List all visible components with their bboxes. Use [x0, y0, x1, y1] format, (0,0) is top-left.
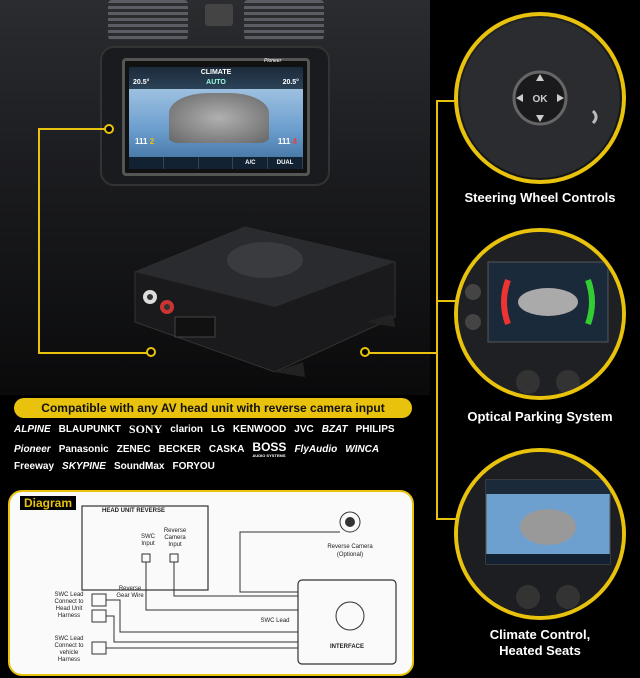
- brand-kenwood: KENWOOD: [232, 424, 287, 435]
- pioneer-logo: Pioneer: [264, 58, 282, 64]
- brand-boss-name: BOSS: [252, 440, 287, 454]
- brand-winca: WINCA: [345, 443, 380, 455]
- brand-panasonic: Panasonic: [58, 443, 109, 455]
- brand-pioneer: Pioneer: [14, 443, 51, 455]
- dashboard-photo: CLIMATE 20.5° AUTO 20.5° 111 2 111 4 A/C…: [0, 0, 430, 395]
- connector-line: [368, 352, 438, 354]
- connector-line: [436, 300, 456, 302]
- connector-line: [38, 128, 110, 130]
- connector-dot: [104, 124, 114, 134]
- parking-circle: [454, 228, 626, 400]
- diagram-swc-lead-vehicle: SWC Lead Connect to vehicle Harness: [54, 636, 84, 663]
- screen-btn-dual: DUAL: [268, 157, 303, 169]
- diagram-reverse-gear-wire: Reverse Gear Wire: [116, 586, 144, 599]
- brand-lg: LG: [211, 424, 225, 435]
- feature-label-heated-seats: Heated Seats: [499, 643, 581, 658]
- interface-box-photo: [125, 222, 405, 382]
- fan-right: 111: [277, 137, 291, 146]
- fan-left-num: 2: [149, 137, 155, 146]
- diagram-swc-lead: SWC Lead: [260, 618, 290, 624]
- diagram-reverse-camera-input: Reverse Camera Input: [163, 528, 187, 548]
- right-air-vent: [244, 0, 324, 40]
- brand-alpine: ALPINE: [14, 424, 51, 435]
- brand-clarion: clarion: [170, 424, 204, 435]
- compatibility-section: Compatible with any AV head unit with re…: [14, 398, 412, 480]
- fan-right-num: 4: [292, 137, 297, 146]
- feature-label-parking: Optical Parking System: [467, 409, 613, 424]
- brand-blaupunkt: BLAUPUNKT: [58, 424, 121, 435]
- brand-becker: BECKER: [158, 443, 201, 455]
- hazard-button: [205, 4, 233, 26]
- screen-title: CLIMATE: [200, 69, 232, 76]
- diagram-swc-lead-head: SWC Lead Connect to Head Unit Harness: [54, 592, 84, 619]
- brand-foryou: FORYOU: [172, 461, 215, 472]
- left-air-vent: [108, 0, 188, 40]
- mode-auto: AUTO: [206, 79, 226, 86]
- diagram-reverse-camera: Reverse Camera: [327, 544, 373, 550]
- screen-btn-back: [129, 157, 164, 169]
- screen-btn-ac: A/C: [233, 157, 269, 169]
- svg-text:OK: OK: [533, 94, 549, 105]
- fan-left: 111: [135, 137, 148, 146]
- temp-right: 20.5°: [282, 79, 299, 86]
- brand-skypine: SKYPINE: [62, 461, 106, 472]
- connector-line: [38, 352, 148, 354]
- screen-btn-rear: [199, 157, 234, 169]
- connector-line: [436, 518, 456, 520]
- brand-boss-sub: AUDIO SYSTEMS: [252, 453, 286, 458]
- climate-circle: [454, 448, 626, 620]
- steering-wheel-circle: OK: [454, 12, 626, 184]
- feature-label-climate: Climate Control,: [489, 627, 591, 642]
- diagram-head-unit: HEAD UNIT REVERSE: [102, 508, 166, 514]
- brand-jvc: JVC: [294, 424, 314, 435]
- connector-line: [436, 100, 438, 520]
- screen-btn-defrost: [164, 157, 199, 169]
- compat-title: Compatible with any AV head unit with re…: [14, 398, 412, 418]
- connector-line: [436, 100, 456, 102]
- brand-bzat: BZAT: [321, 424, 348, 435]
- head-unit-screen: CLIMATE 20.5° AUTO 20.5° 111 2 111 4 A/C…: [122, 58, 310, 176]
- brand-soundmax: SoundMax: [113, 461, 165, 472]
- temp-left: 20.5°: [133, 79, 150, 86]
- brand-caska: CASKA: [208, 443, 245, 455]
- wiring-diagram: Diagram HEAD UNIT REVERSE SWC Input Reve…: [8, 490, 414, 676]
- brand-freeway: Freeway: [14, 461, 55, 472]
- diagram-interface: INTERFACE: [329, 644, 364, 650]
- brand-logos: ALPINE BLAUPUNKT SONY clarion LG KENWOOD…: [14, 422, 412, 472]
- brand-philips: PHILIPS: [355, 424, 395, 435]
- brand-zenec: ZENEC: [116, 443, 151, 455]
- car-seat-illustration: [169, 93, 269, 143]
- connector-dot: [146, 347, 156, 357]
- diagram-optional: (Optional): [336, 552, 364, 558]
- brand-flyaudio: FlyAudio: [294, 443, 338, 455]
- diagram-title: Diagram: [20, 496, 77, 510]
- diagram-swc-input: SWC Input: [141, 534, 155, 547]
- connector-line: [38, 128, 40, 353]
- feature-label-steering: Steering Wheel Controls: [464, 190, 616, 205]
- brand-sony: SONY: [128, 422, 163, 436]
